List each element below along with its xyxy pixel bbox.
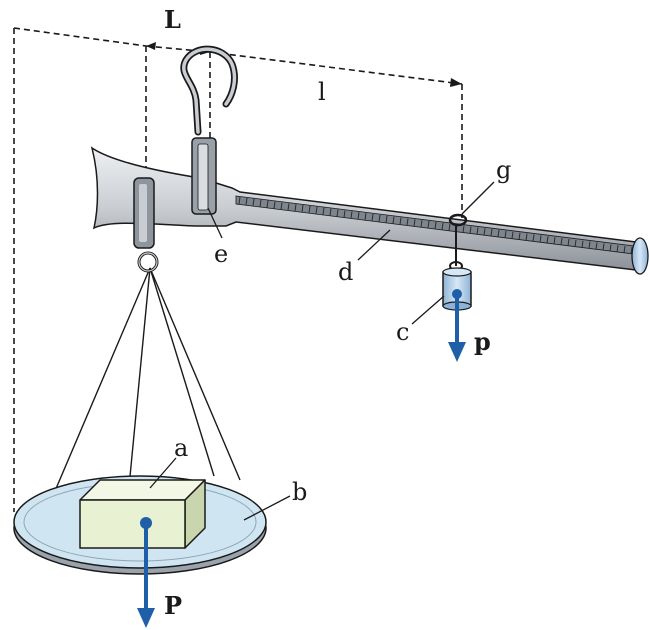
beam-head [90, 146, 637, 271]
label-e: e [214, 240, 228, 268]
label-L: L [164, 5, 181, 34]
label-a: a [174, 434, 188, 462]
scale-tick [252, 198, 255, 206]
scale-tick [245, 197, 248, 205]
leader-g [461, 181, 495, 215]
scale-tick [553, 237, 556, 245]
label-p-counterweight: p [474, 327, 491, 356]
scale-tick [616, 245, 619, 253]
scale-tick [525, 233, 528, 241]
scale-tick [630, 246, 633, 255]
scale-tick [308, 205, 311, 213]
scale-tick [294, 204, 297, 212]
scale-tick [602, 243, 605, 251]
scale-tick [504, 230, 507, 238]
scale-tick [287, 203, 290, 211]
scale-tick [546, 236, 549, 244]
scale-tick [399, 217, 402, 225]
slider-loop [448, 213, 468, 227]
scale-tick [560, 238, 563, 246]
label-c: c [396, 318, 409, 346]
scale-tick [420, 220, 423, 228]
leader-e [207, 207, 223, 239]
scale-tick [511, 231, 514, 239]
load-box [79, 479, 206, 549]
scale-tick [539, 235, 542, 243]
scale-tick [357, 212, 360, 220]
scale-tick [427, 221, 430, 229]
scale-tick [574, 239, 577, 247]
scale-tick [280, 202, 283, 210]
scale-tick [497, 229, 500, 238]
scale-tick [588, 241, 591, 249]
l-arrow-right [450, 78, 462, 87]
scale-tick [343, 210, 346, 218]
scale-tick [301, 204, 304, 213]
scale-tick [385, 215, 388, 223]
label-P-load: P [164, 591, 182, 620]
hook [180, 45, 238, 215]
leader-lines [149, 181, 495, 521]
leader-c [411, 295, 445, 325]
scale-tick [392, 216, 395, 224]
dimension-lines [13, 27, 463, 512]
dim-line-top-left [13, 27, 147, 47]
beam [90, 146, 649, 275]
scale-tick [413, 219, 416, 227]
leader-b [243, 495, 291, 521]
scale-tick [518, 232, 521, 240]
scale-tick [623, 246, 626, 254]
scale-tick [350, 211, 353, 219]
leader-d [357, 229, 391, 261]
scale-tick [273, 201, 276, 209]
scale-tick [595, 242, 598, 250]
dim-line-l-top [209, 51, 463, 85]
scale-tick [238, 196, 241, 205]
scale-tick [609, 244, 612, 252]
scale-tick [371, 213, 374, 222]
beam-end-knob [631, 237, 649, 275]
scale-tick [490, 229, 493, 237]
scale-tick [441, 222, 444, 230]
scale-tick [469, 226, 472, 234]
scale-tick [567, 238, 570, 247]
scale-tick [476, 227, 479, 235]
scale-tick [315, 206, 318, 214]
scale-tick [378, 214, 381, 222]
label-l: l [318, 78, 326, 106]
scale-tick [322, 207, 325, 215]
label-d: d [338, 258, 353, 286]
label-g: g [496, 156, 511, 184]
scale-tick [329, 208, 332, 216]
counterweight-force-arrow [448, 289, 466, 362]
scale-tick [532, 234, 535, 242]
scale-tick [581, 240, 584, 248]
scale-tick [448, 223, 451, 231]
scale-tick [336, 209, 339, 217]
label-b: b [292, 478, 307, 506]
scale-tick [364, 213, 367, 221]
beam-scale-ticks [238, 196, 633, 255]
scale-tick [434, 221, 437, 230]
scale-tick [483, 228, 486, 236]
hook-curve [180, 45, 238, 136]
scale-tick [266, 200, 269, 208]
load-force-arrow [137, 517, 155, 628]
leader-a [149, 457, 177, 489]
scale-tick [406, 218, 409, 226]
counterweight [442, 213, 472, 311]
pan-hanger [133, 177, 159, 273]
scale-tick [462, 225, 465, 233]
scale-tick [259, 199, 262, 207]
L-arrow-left [146, 42, 156, 50]
